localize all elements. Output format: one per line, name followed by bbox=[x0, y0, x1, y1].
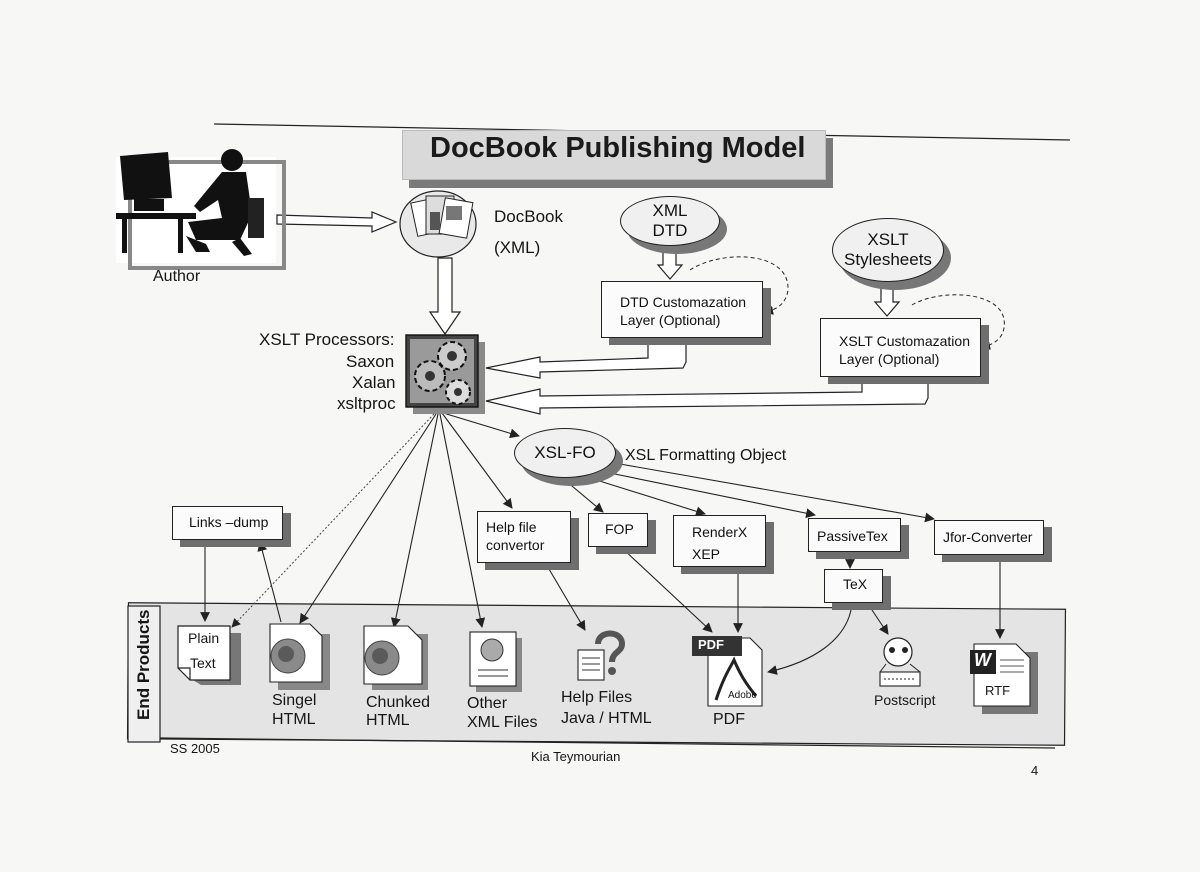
renderx-box: RenderX XEP bbox=[673, 515, 766, 567]
footer-rule bbox=[159, 737, 1056, 749]
other-xml-line1: Other bbox=[467, 695, 508, 712]
fop-box: FOP bbox=[588, 513, 648, 547]
xslt-stylesheets-line2: Stylesheets bbox=[844, 250, 932, 269]
xml-dtd-line2: DTD bbox=[652, 221, 688, 240]
gears-icon bbox=[405, 334, 485, 414]
help-files-icon bbox=[577, 630, 626, 681]
xslt-custom-line2: Layer (Optional) bbox=[839, 351, 940, 367]
other-xml-line2: XML Files bbox=[467, 714, 538, 731]
title-bar bbox=[402, 130, 826, 180]
fop-label: FOP bbox=[605, 521, 634, 537]
xsl-fo-node: XSL-FO bbox=[514, 428, 616, 478]
xml-dtd-line1: XML bbox=[652, 201, 688, 220]
processor-saxon: Saxon bbox=[346, 352, 395, 371]
docbook-format-label: (XML) bbox=[494, 238, 541, 257]
fo-to-jfor bbox=[619, 463, 935, 523]
passivetex-box: PassiveTex bbox=[808, 518, 901, 552]
proc-to-chunked bbox=[390, 413, 439, 628]
xslt-down-arrow bbox=[873, 283, 901, 317]
xslt-customization-box: XSLT Customazation Layer (Optional) bbox=[820, 318, 981, 377]
docbook-label: DocBook bbox=[494, 207, 563, 226]
plain-text-line2: Text bbox=[190, 655, 216, 671]
chunked-html-icon bbox=[363, 625, 428, 690]
help-conv-line2: convertor bbox=[486, 537, 545, 553]
author-to-docbook-arrow bbox=[276, 211, 398, 233]
adobe-label: Adobe bbox=[728, 690, 757, 701]
xslt-stylesheets-line1: XSLT bbox=[867, 230, 909, 249]
singel-html-icon bbox=[269, 623, 330, 690]
fo-to-fop bbox=[565, 480, 604, 513]
postscript-label: Postscript bbox=[874, 692, 936, 708]
other-xml-icon bbox=[469, 631, 522, 692]
passivetex-label: PassiveTex bbox=[817, 528, 888, 544]
dtd-custom-line1: DTD Customazation bbox=[620, 294, 747, 310]
help-files-line2: Java / HTML bbox=[561, 710, 652, 727]
proc-to-plaintext bbox=[231, 413, 435, 628]
tex-label: TeX bbox=[843, 576, 868, 592]
plain-text-icon bbox=[177, 625, 241, 685]
jfor-label: Jfor-Converter bbox=[943, 529, 1033, 545]
fo-to-renderx bbox=[589, 477, 706, 517]
helpconv-to-help bbox=[545, 563, 586, 631]
proc-to-other bbox=[439, 413, 486, 628]
singel-html-line2: HTML bbox=[272, 711, 316, 728]
dtd-custom-line2: Layer (Optional) bbox=[620, 312, 721, 328]
fop-to-pdf bbox=[621, 547, 713, 633]
word-icon-label: W bbox=[974, 650, 991, 670]
processors-heading: XSLT Processors: bbox=[259, 330, 395, 349]
processor-xalan: Xalan bbox=[352, 373, 396, 392]
footer-date: SS 2005 bbox=[170, 741, 220, 756]
docbook-files-icon bbox=[399, 190, 477, 258]
author-label: Author bbox=[153, 268, 201, 285]
help-file-convertor-box: Help file convertor bbox=[477, 511, 571, 563]
docbook-to-processor-arrow bbox=[428, 257, 462, 336]
pdf-label: PDF bbox=[713, 711, 745, 728]
end-products-label-box bbox=[127, 605, 161, 743]
proc-to-xslfo bbox=[439, 411, 520, 439]
dtd-customization-box: DTD Customazation Layer (Optional) bbox=[601, 281, 763, 338]
xsl-fo-description: XSL Formatting Object bbox=[625, 447, 787, 464]
rtf-icon bbox=[970, 643, 1038, 714]
tex-to-postscript bbox=[867, 603, 889, 635]
pdf-icon bbox=[692, 636, 763, 707]
dtd-loop bbox=[689, 256, 789, 315]
tex-to-pdf bbox=[767, 603, 853, 675]
xslt-loop bbox=[911, 294, 1005, 350]
end-products-label: End Products bbox=[134, 609, 153, 720]
renderx-line1: RenderX bbox=[692, 524, 748, 540]
processor-xsltproc: xsltproc bbox=[337, 394, 396, 413]
singel-html-line1: Singel bbox=[272, 692, 317, 709]
renderx-line2: XEP bbox=[692, 546, 721, 562]
proc-to-singel bbox=[299, 413, 437, 624]
dtd-down-arrow bbox=[656, 245, 684, 280]
links-dump-box: Links –dump bbox=[172, 506, 283, 540]
jfor-converter-box: Jfor-Converter bbox=[934, 520, 1044, 555]
xsl-fo-label: XSL-FO bbox=[534, 443, 596, 462]
chunked-html-line2: HTML bbox=[366, 712, 410, 729]
xslt-to-processor-arrow bbox=[485, 375, 929, 415]
author-illustration bbox=[116, 149, 286, 270]
rtf-label: RTF bbox=[985, 683, 1011, 698]
page-number: 4 bbox=[1031, 763, 1039, 778]
help-files-line1: Help Files bbox=[561, 689, 633, 706]
plain-text-line1: Plain bbox=[188, 630, 220, 646]
tex-box: TeX bbox=[824, 569, 883, 603]
fo-to-passivetex bbox=[604, 471, 816, 519]
proc-to-helpconv bbox=[441, 412, 513, 509]
help-conv-line1: Help file bbox=[486, 519, 537, 535]
postscript-icon bbox=[879, 637, 921, 687]
singel-to-links bbox=[257, 541, 282, 623]
page-title: DocBook Publishing Model bbox=[430, 132, 806, 164]
pdf-icon-label: PDF bbox=[698, 637, 724, 652]
xslt-custom-line1: XSLT Customazation bbox=[839, 333, 970, 349]
links-dump-label: Links –dump bbox=[189, 514, 269, 530]
dtd-to-processor-arrow bbox=[485, 337, 687, 379]
chunked-html-line1: Chunked bbox=[366, 694, 431, 711]
footer-author: Kia Teymourian bbox=[531, 749, 621, 764]
